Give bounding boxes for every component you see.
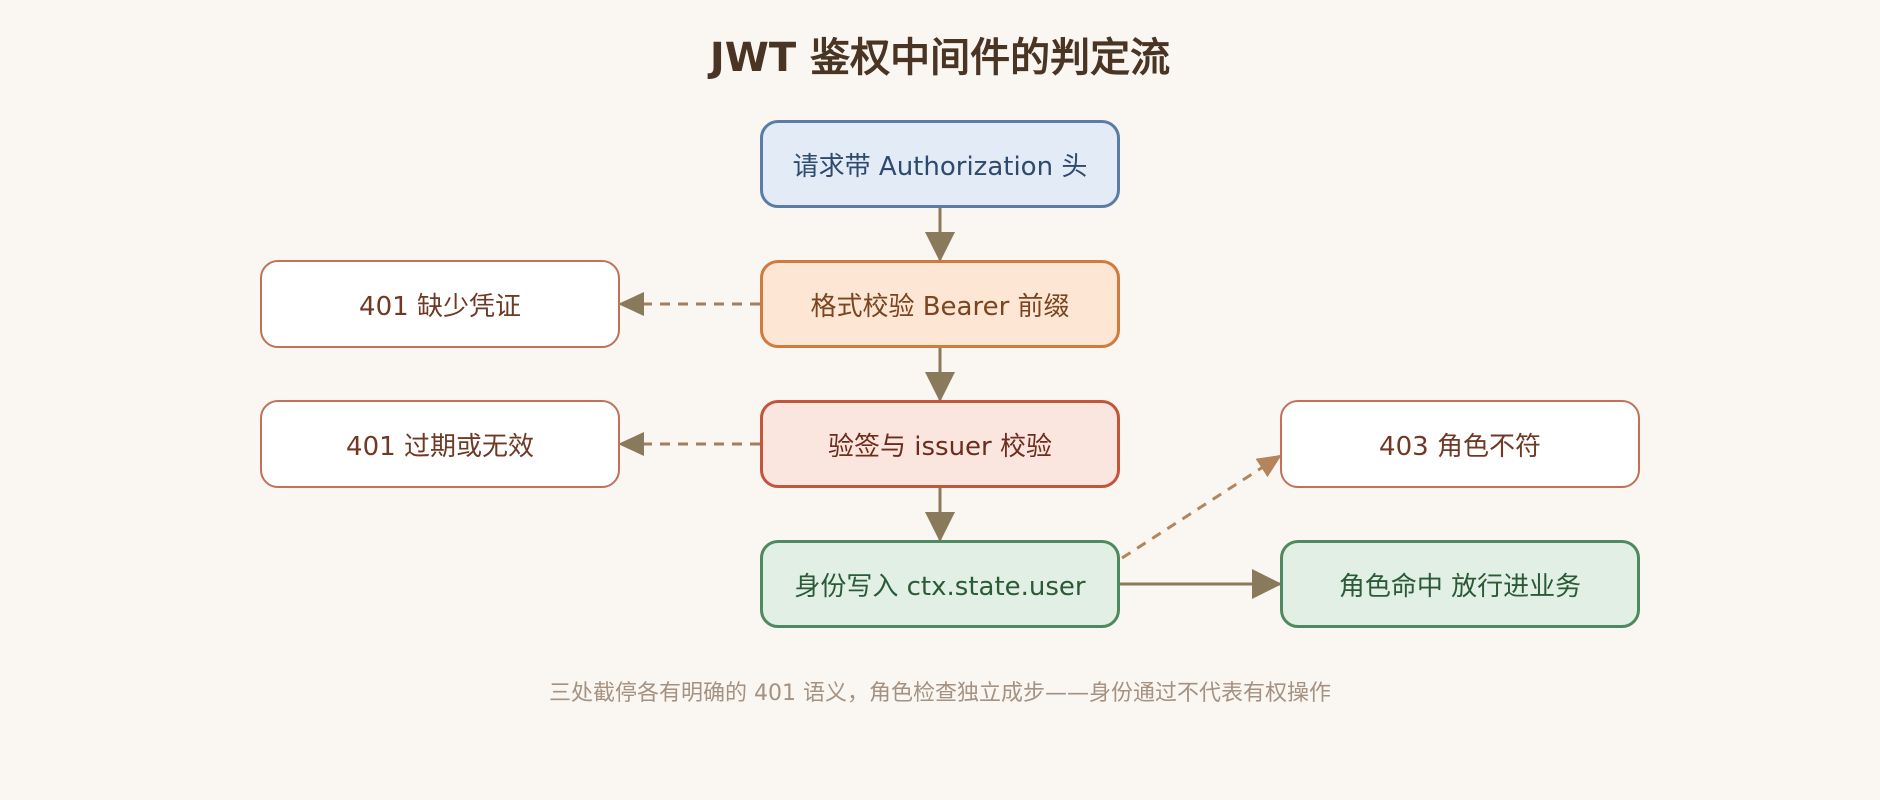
node-401-missing-credential: 401 缺少凭证 xyxy=(260,260,620,348)
node-identity-write: 身份写入 ctx.state.user xyxy=(760,540,1120,628)
node-role-pass: 角色命中 放行进业务 xyxy=(1280,540,1640,628)
node-403-role-mismatch: 403 角色不符 xyxy=(1280,400,1640,488)
node-authorization-header: 请求带 Authorization 头 xyxy=(760,120,1120,208)
diagram-title: JWT 鉴权中间件的判定流 xyxy=(709,35,1171,81)
node-signature-issuer-check: 验签与 issuer 校验 xyxy=(760,400,1120,488)
node-401-expired-invalid: 401 过期或无效 xyxy=(260,400,620,488)
footnote: 三处截停各有明确的 401 语义，角色检查独立成步——身份通过不代表有权操作 xyxy=(549,681,1331,706)
node-format-check: 格式校验 Bearer 前缀 xyxy=(760,260,1120,348)
edge-identity-to-err-role xyxy=(1121,454,1282,560)
